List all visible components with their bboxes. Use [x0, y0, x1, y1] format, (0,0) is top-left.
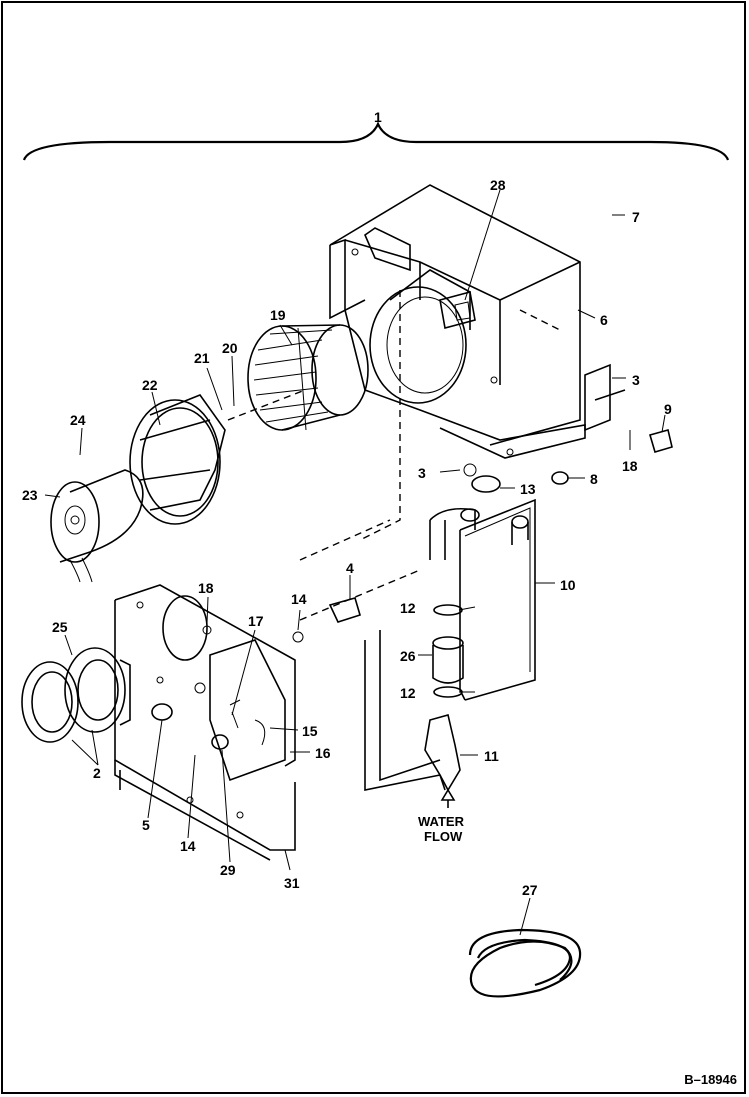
hose-line — [379, 630, 441, 782]
hose-clamp — [433, 686, 463, 698]
callout-10: 10 — [560, 577, 576, 593]
callout-19: 19 — [270, 307, 286, 323]
heater-core — [429, 498, 536, 701]
hose-clamp — [433, 604, 463, 616]
callout-31: 31 — [284, 875, 300, 891]
callout-25: 25 — [52, 619, 68, 635]
callout-14-lower: 14 — [180, 838, 196, 854]
callout-7: 7 — [632, 209, 640, 225]
nut — [194, 682, 206, 694]
nut — [551, 471, 569, 485]
water-flow-label: FLOW — [424, 829, 463, 844]
callout-18-right: 18 — [622, 458, 638, 474]
blower-housing — [329, 184, 586, 459]
alignment-line — [227, 389, 306, 421]
callout-6: 6 — [600, 312, 608, 328]
water-valve — [424, 714, 461, 792]
callout-12-upper: 12 — [400, 600, 416, 616]
callout-15: 15 — [302, 723, 318, 739]
callout-9: 9 — [664, 401, 672, 417]
outlet-bezel — [21, 647, 131, 743]
callout-22: 22 — [142, 377, 158, 393]
callout-11: 11 — [484, 748, 499, 764]
callout-13: 13 — [520, 481, 536, 497]
switch — [328, 597, 361, 623]
grommet — [471, 475, 501, 493]
callout-12-lower: 12 — [400, 685, 416, 701]
alignment-line — [299, 519, 391, 561]
callout-2: 2 — [93, 765, 101, 781]
callout-29: 29 — [220, 862, 236, 878]
hose-line — [364, 640, 441, 791]
hose-segment — [432, 645, 464, 684]
callout-21: 21 — [194, 350, 210, 366]
nut — [292, 631, 304, 643]
wire — [254, 719, 266, 746]
clip — [649, 429, 673, 453]
callout-27: 27 — [522, 882, 538, 898]
callout-26: 26 — [400, 648, 416, 664]
callout-8: 8 — [590, 471, 598, 487]
blower-motor — [50, 469, 144, 583]
callout-1: 1 — [374, 109, 382, 125]
callout-23: 23 — [22, 487, 38, 503]
callout-28: 28 — [490, 177, 506, 193]
callout-24: 24 — [70, 412, 86, 428]
tube-coil — [468, 928, 582, 998]
bracket — [584, 363, 626, 432]
alignment-line — [359, 290, 401, 541]
callout-18-left: 18 — [198, 580, 214, 596]
callout-5: 5 — [142, 817, 150, 833]
callout-14-upper: 14 — [291, 591, 307, 607]
alignment-line — [519, 309, 561, 331]
alignment-line — [299, 569, 421, 621]
blower-wheel — [247, 324, 369, 431]
knob — [151, 703, 173, 721]
figure-reference: B–18946 — [684, 1072, 737, 1087]
callout-16: 16 — [315, 745, 331, 761]
callout-17: 17 — [248, 613, 264, 629]
knob — [211, 734, 229, 750]
callout-3: 3 — [632, 372, 640, 388]
assembly-brace — [22, 121, 730, 161]
flow-arrowhead — [440, 788, 456, 801]
motor-mount — [129, 394, 226, 525]
callout-20: 20 — [222, 340, 238, 356]
screw — [202, 625, 212, 635]
leader-lines — [44, 189, 666, 936]
callout-4: 4 — [346, 560, 354, 576]
water-flow-label: WATER — [418, 814, 465, 829]
callout-3-lower: 3 — [418, 465, 426, 481]
